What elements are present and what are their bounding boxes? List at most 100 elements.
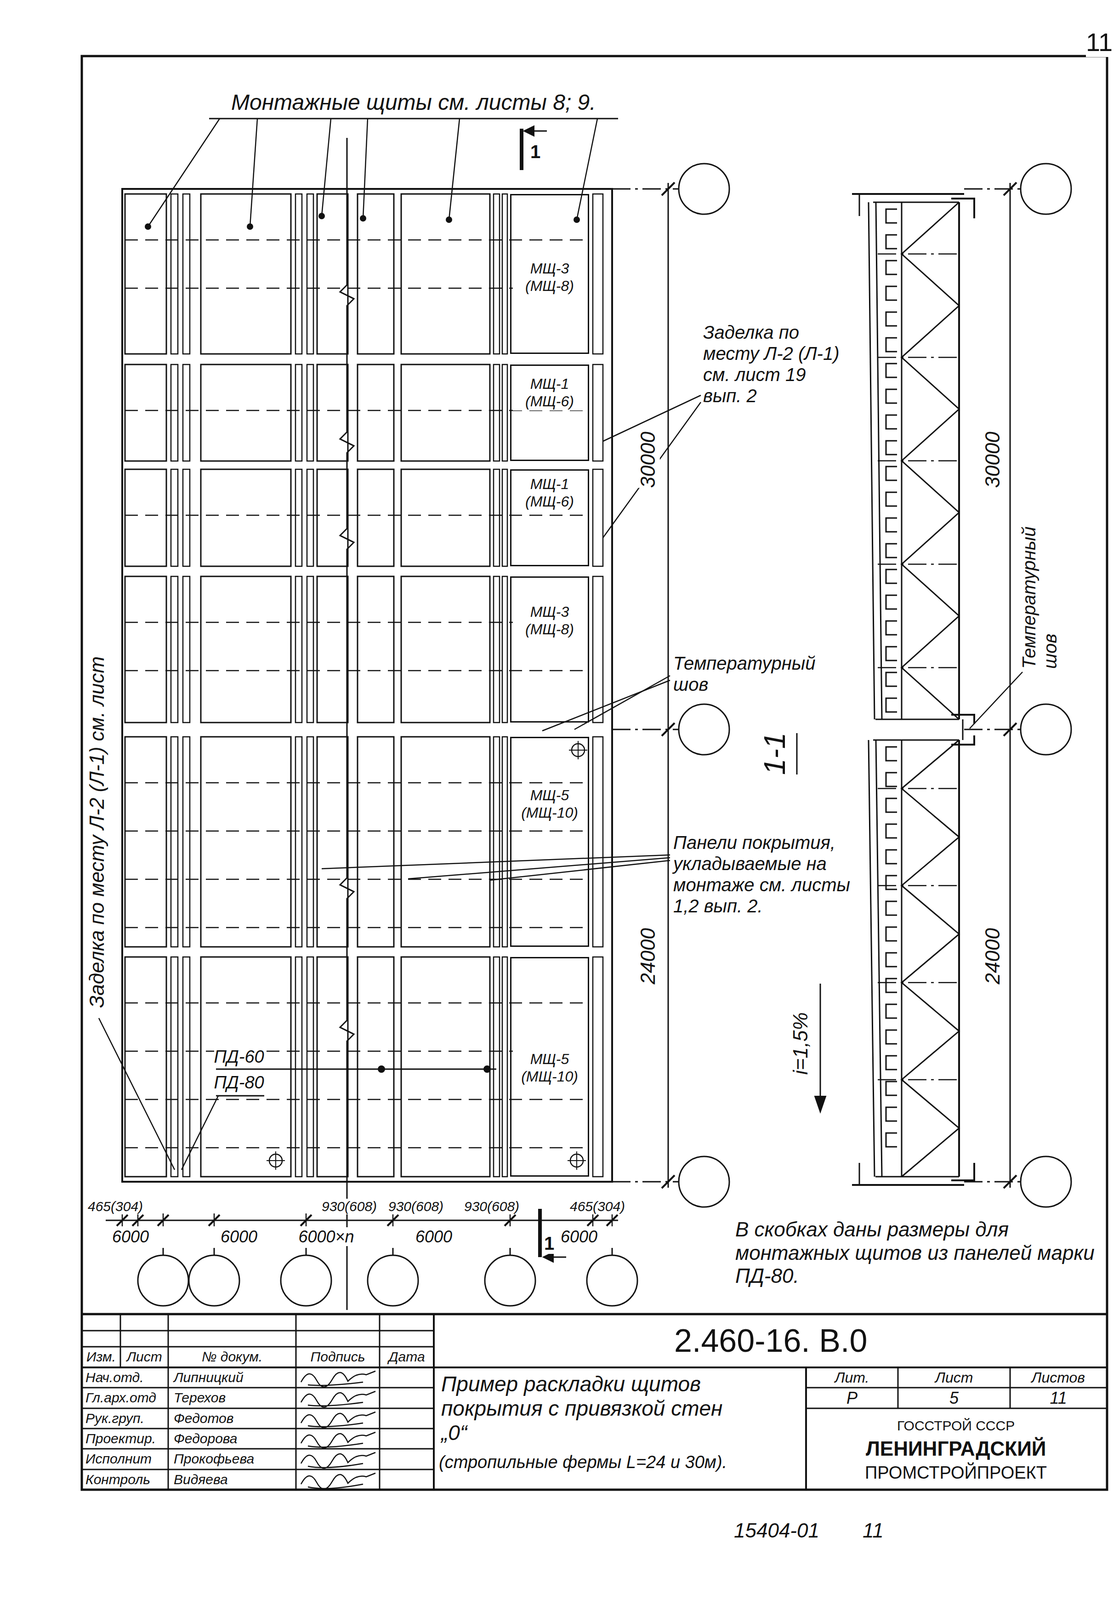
title-line (1009, 1367, 1012, 1409)
leader-dot (378, 1065, 385, 1073)
mounting-shield (124, 469, 167, 567)
dimension-tick (208, 1214, 220, 1226)
rib-strip (170, 736, 178, 947)
panel-rib (886, 849, 898, 864)
annotation: 30000 (981, 431, 1005, 488)
axis-circle (678, 1156, 730, 1207)
rib-strip (170, 956, 178, 1177)
axis-line (611, 1247, 614, 1256)
mounting-shield (124, 364, 167, 461)
rib-strip (502, 469, 508, 567)
sheet-frame (81, 56, 1108, 1490)
annotation: (стропильные фермы L=24 и 30м). (438, 1452, 728, 1473)
rib-strip (306, 736, 314, 947)
shield-mark: МЩ-1 (МЩ-6) (512, 374, 587, 411)
axis-line (877, 563, 960, 565)
panel-rib (886, 466, 898, 481)
annotation: 11 (1085, 27, 1113, 57)
leader-line (448, 118, 460, 220)
truss-end (875, 1175, 960, 1178)
annotation: Гл.арх.отд (85, 1389, 157, 1406)
rib-strip (502, 736, 508, 947)
rib-strip (493, 364, 500, 461)
annotation: 1 (530, 141, 541, 163)
panel-rib (886, 620, 898, 635)
mounting-shield-box: МЩ-3 (МЩ-8) (510, 576, 590, 723)
axis-line (877, 253, 960, 255)
mounting-shield (401, 736, 490, 947)
rib-strip (493, 193, 500, 354)
plan-outline (122, 188, 613, 1182)
rib-strip (170, 193, 178, 354)
annotation: Лит. (834, 1368, 870, 1386)
dimension-line (667, 182, 670, 1188)
leader-dot (446, 216, 452, 223)
annotation: Рук.груп. (85, 1410, 145, 1427)
shield-mark: МЩ-3 (МЩ-8) (512, 259, 587, 296)
rib-strip (295, 736, 302, 947)
title-line (81, 1329, 434, 1332)
leader-dot (573, 216, 580, 223)
column-cap (951, 198, 975, 219)
annotation: Прокофьева (173, 1450, 255, 1467)
rib-strip (502, 364, 508, 461)
panel-rib (886, 1055, 898, 1070)
mounting-shield (357, 736, 394, 947)
annotation: № докум. (201, 1348, 263, 1365)
title-line (81, 1346, 434, 1348)
rib-strip (182, 576, 190, 723)
truss-end (873, 201, 960, 204)
mounting-shield (200, 576, 291, 723)
panel-joint (124, 670, 590, 672)
title-block (81, 1313, 1108, 1490)
annotation: 1 (544, 1232, 555, 1254)
mounting-shield (200, 736, 291, 947)
axis-line (162, 1247, 165, 1256)
title-line (81, 1468, 434, 1471)
panel-rib (886, 1029, 898, 1044)
panel-rib (886, 772, 898, 787)
leader-line (181, 1095, 219, 1170)
annotation: 5 (949, 1388, 959, 1408)
roof-slab (875, 739, 882, 1177)
annotation: Заделка по месту Л-2 (Л-1) см. лист 19 в… (703, 321, 841, 407)
annotation: Панели покрытия, укладываемые на монтаже… (673, 831, 851, 917)
axis-line (877, 787, 960, 790)
panel-rib (886, 672, 898, 687)
leader-line (98, 1017, 175, 1170)
axis-line (877, 982, 960, 984)
leader-line (542, 680, 671, 731)
title-line (81, 1427, 434, 1430)
annotation: 6000 (560, 1226, 598, 1246)
truss-chord (958, 739, 960, 1177)
panel-rib (886, 595, 898, 609)
leader-dot (483, 1065, 491, 1073)
panel-rib (886, 492, 898, 506)
mounting-shield (317, 576, 348, 723)
axis-circle (367, 1255, 419, 1306)
axis-line (877, 460, 960, 462)
mounting-shield (401, 193, 490, 354)
mounting-shield-box: МЩ-1 (МЩ-6) (510, 469, 590, 567)
annotation: 24000 (981, 927, 1005, 984)
panel-rib (886, 363, 898, 378)
annotation: 6000 (415, 1226, 453, 1246)
panel-joint (124, 239, 590, 241)
annotation: ПД-80 (214, 1072, 265, 1093)
roof-slab (868, 739, 875, 1177)
underline (215, 1095, 265, 1097)
annotation: Видяева (173, 1471, 228, 1488)
roof-slab (868, 202, 875, 720)
rib-strip (182, 364, 190, 461)
slope-arrow (819, 983, 822, 1101)
panel-rib (886, 389, 898, 404)
axis-line (964, 188, 1021, 190)
mounting-shield (357, 364, 394, 461)
section-mark (538, 1208, 542, 1257)
rib-strip (295, 956, 302, 1177)
annotation: 6000×n (298, 1226, 355, 1246)
rib-strip (592, 469, 603, 567)
rib-strip (295, 576, 302, 723)
annotation: 24000 (636, 927, 660, 984)
annotation: Федотов (173, 1410, 234, 1427)
